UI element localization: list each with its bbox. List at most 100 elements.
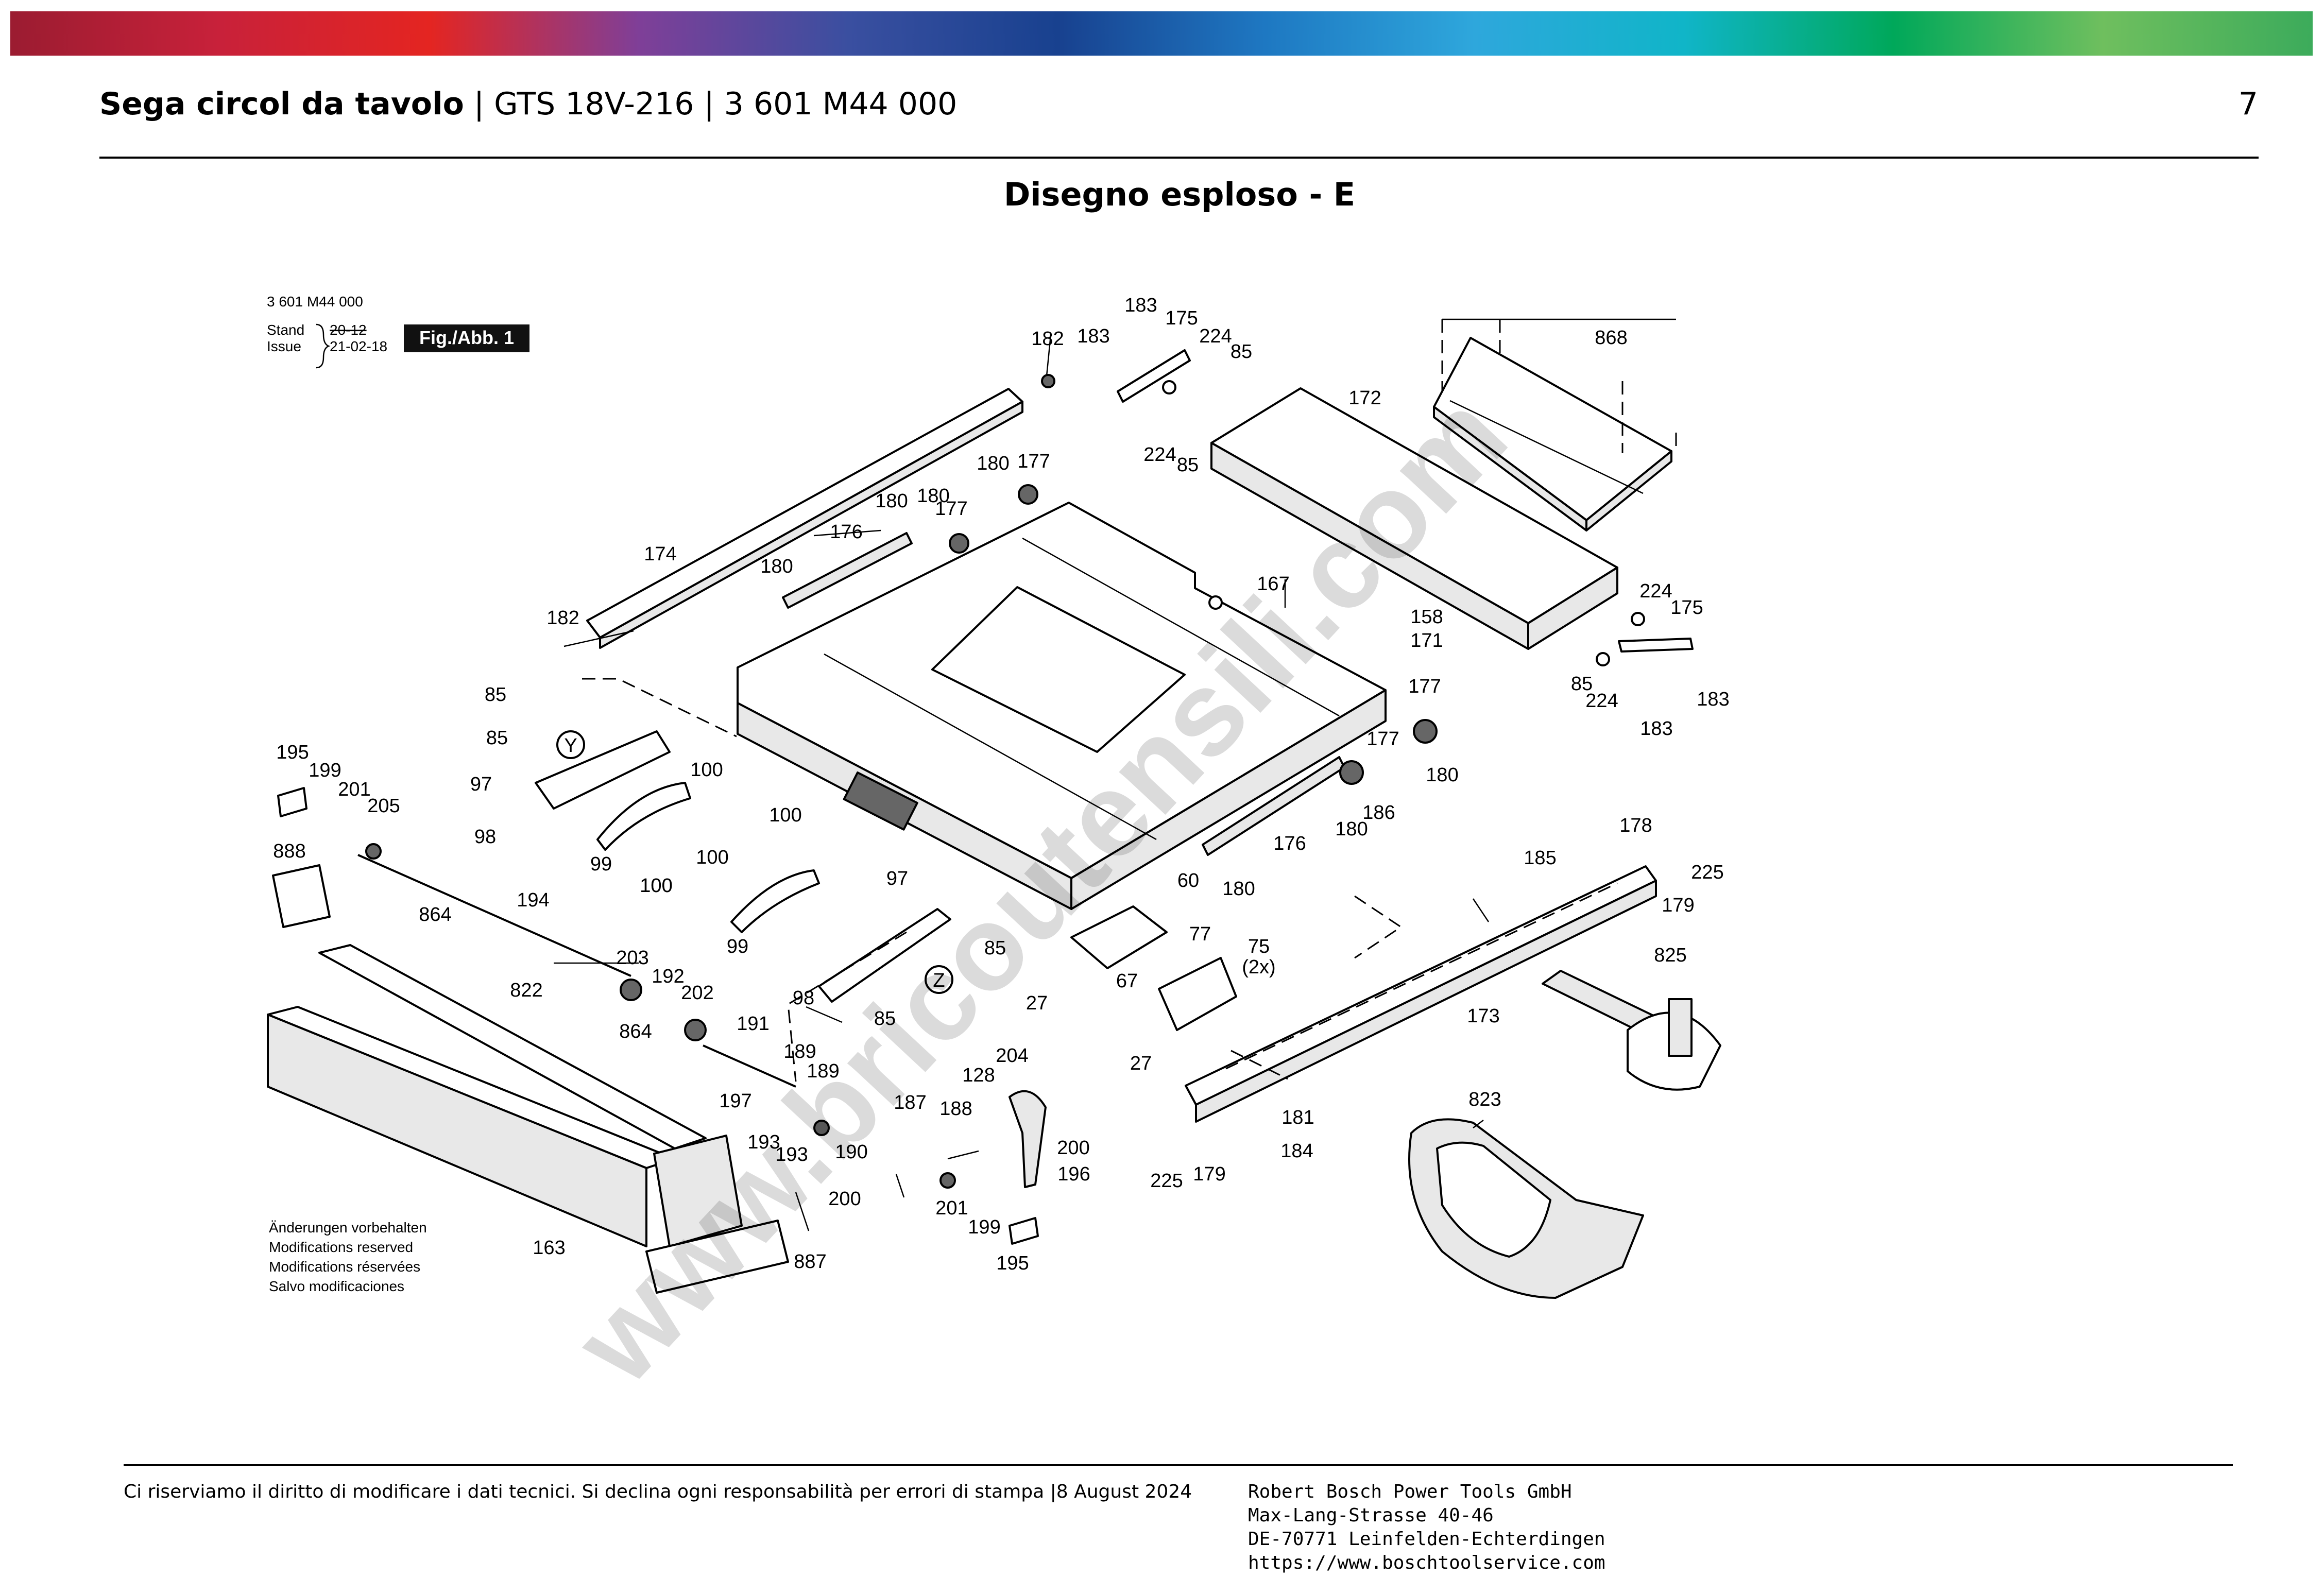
part-callout: 100 — [640, 875, 672, 897]
stand-label: Stand — [267, 322, 304, 338]
part-bracket-175-top — [1117, 349, 1191, 403]
part-extension-table — [1210, 387, 1618, 650]
part-rail-174 — [586, 388, 1023, 649]
part-callout: 205 — [367, 795, 400, 817]
marker-z: Z — [925, 965, 953, 994]
part-callout: 183 — [1640, 718, 1672, 740]
part-callout: 176 — [1273, 833, 1306, 854]
part-callout: 98 — [474, 826, 496, 848]
part-fence-rail-173 — [1185, 865, 1657, 1123]
footer-address: Robert Bosch Power Tools GmbH Max-Lang-S… — [1248, 1480, 1605, 1575]
part-bracket-97-left — [535, 730, 671, 810]
part-callout: 179 — [1193, 1163, 1225, 1185]
part-callout: 181 — [1281, 1107, 1314, 1128]
part-callout: 190 — [835, 1141, 867, 1163]
part-callout: 178 — [1619, 815, 1652, 836]
part-callout: 98 — [793, 987, 814, 1009]
drawing-part-number: 3 601 M44 000 — [267, 294, 363, 310]
part-callout: 196 — [1057, 1163, 1090, 1185]
part-callout: 224 — [1143, 444, 1176, 466]
part-callout: 188 — [939, 1098, 972, 1120]
part-callout: 193 — [775, 1144, 808, 1165]
part-callout: 158 — [1410, 606, 1443, 628]
part-callout: (2x) — [1242, 956, 1275, 978]
part-callout: 189 — [783, 1041, 816, 1062]
part-callout: 180 — [1426, 764, 1458, 786]
part-callout: 868 — [1595, 327, 1627, 349]
part-callout: 225 — [1691, 862, 1723, 883]
part-callout: 100 — [640, 875, 672, 897]
part-callout: 203 — [616, 947, 648, 969]
page-header-title: Sega circol da tavolo | GTS 18V-216 | 3 … — [99, 83, 957, 125]
part-callout: 180 — [1335, 818, 1368, 840]
part-callout: 177 — [1366, 728, 1399, 750]
part-callout: 85 — [1571, 673, 1593, 695]
part-callout: 191 — [737, 1013, 769, 1035]
footer-street: Max-Lang-Strasse 40-46 — [1248, 1505, 1494, 1526]
part-callout: 200 — [828, 1188, 861, 1210]
part-callout: 887 — [794, 1251, 826, 1273]
part-callout: 177 — [935, 498, 967, 520]
part-callout: 100 — [769, 804, 801, 826]
part-callout: 163 — [533, 1237, 565, 1259]
part-callout: 183 — [1077, 325, 1109, 347]
part-callout: 97 — [470, 774, 492, 795]
footer-website: https://www.boschtoolservice.com — [1248, 1552, 1605, 1573]
part-clip-195-left — [277, 787, 307, 817]
part-callout: 200 — [1057, 1137, 1089, 1159]
part-callout: 27 — [1026, 992, 1048, 1014]
part-callout: 225 — [1150, 1170, 1183, 1192]
part-shaft-194 — [357, 854, 631, 977]
leader-lines — [554, 334, 1490, 1231]
figure-label: Fig./Abb. 1 — [419, 327, 514, 348]
part-callout: 199 — [968, 1216, 1000, 1238]
footer-city: DE-70771 Leinfelden-Echterdingen — [1248, 1529, 1605, 1550]
part-callout: 822 — [510, 980, 542, 1001]
drawing-meta-block: 3 601 M44 000 Stand Issue 20-12 21-02-18… — [267, 294, 529, 369]
part-callout: 193 — [747, 1131, 780, 1153]
part-callout: 128 — [962, 1065, 995, 1086]
modifications-es: Salvo modificaciones — [269, 1278, 404, 1294]
part-callout: 204 — [996, 1045, 1028, 1067]
part-887-clamp-pads — [645, 1220, 789, 1294]
brand-color-bar — [10, 11, 2313, 56]
part-callout: 173 — [1467, 1005, 1499, 1027]
part-callout: 60 — [1177, 870, 1199, 891]
part-callout: 171 — [1410, 630, 1443, 651]
part-callout: 85 — [874, 1008, 896, 1030]
part-callout: 100 — [696, 847, 728, 868]
part-callout: 180 — [917, 485, 949, 507]
part-clip-195-right — [1009, 1217, 1039, 1245]
part-callout: 85 — [486, 727, 508, 749]
modifications-en: Modifications reserved — [269, 1239, 413, 1255]
product-name: Sega circol da tavolo — [99, 86, 464, 122]
part-rip-fence — [267, 944, 743, 1247]
part-callout: 189 — [807, 1060, 839, 1082]
marker-y: Y — [556, 730, 585, 759]
footer-company: Robert Bosch Power Tools GmbH — [1248, 1481, 1572, 1502]
part-callout: 179 — [1662, 895, 1694, 916]
part-callout: 825 — [1654, 945, 1686, 966]
part-callout: 176 — [830, 521, 862, 543]
part-callout: 180 — [875, 490, 908, 512]
brand-gradient — [10, 11, 2313, 56]
part-callout: 99 — [727, 936, 748, 957]
part-callout: 180 — [760, 556, 793, 577]
footer-divider — [124, 1464, 2233, 1466]
header-divider — [99, 157, 2259, 159]
part-callout: 177 — [1408, 676, 1441, 697]
figure-badge — [404, 324, 529, 352]
part-callout: 186 — [1362, 802, 1395, 824]
part-callout: 180 — [977, 453, 1009, 474]
part-callout: 201 — [935, 1197, 968, 1219]
modifications-de: Änderungen vorbehalten — [269, 1220, 427, 1236]
part-callout: 224 — [1199, 325, 1232, 347]
part-miter-head — [1542, 970, 1721, 1091]
part-888-carrier — [272, 864, 331, 928]
part-slide-176-top — [782, 532, 913, 609]
part-callout: 85 — [485, 684, 506, 706]
part-callout: 67 — [1116, 970, 1138, 992]
part-miter-gauge — [1408, 1118, 1644, 1299]
part-carriage-60 — [1070, 905, 1168, 969]
